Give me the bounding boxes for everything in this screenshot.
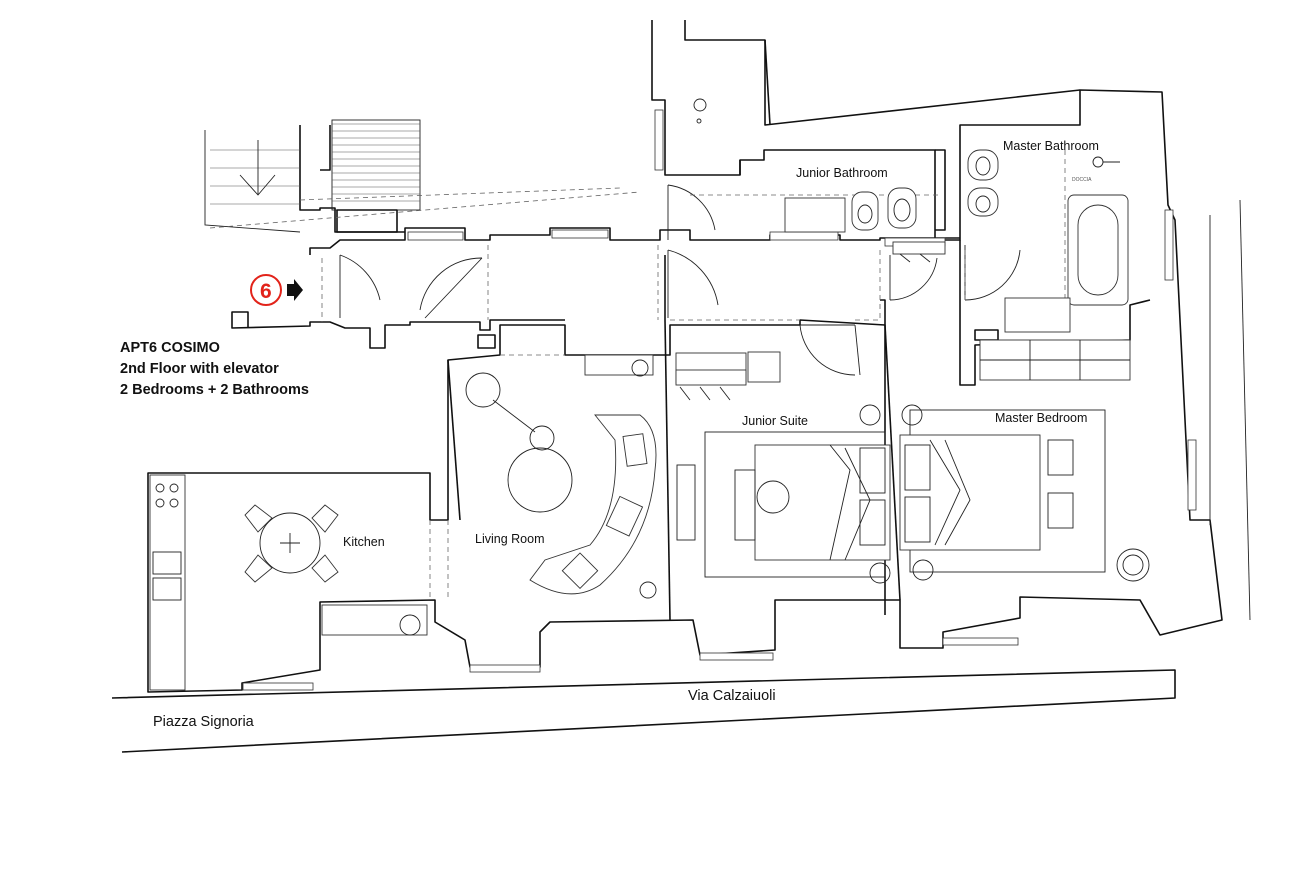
entrance-number: 6 — [260, 280, 272, 303]
living-room-furniture — [465, 354, 657, 599]
entrance-number-circle — [250, 274, 282, 306]
apartment-floor: 2nd Floor with elevator — [120, 361, 279, 377]
master-bathroom-fixtures — [967, 149, 1129, 333]
closets — [675, 241, 1131, 401]
master-bedroom-bed — [899, 404, 1150, 582]
apartment-title: APT6 COSIMO — [120, 340, 220, 356]
label-doccia: DOCCIA — [1072, 177, 1092, 183]
thresholds — [321, 194, 966, 600]
entrance-marker: 6 — [250, 274, 303, 306]
staircase — [209, 119, 641, 233]
label-living-room: Living Room — [475, 532, 544, 546]
windows — [242, 109, 1197, 691]
label-junior-suite: Junior Suite — [742, 414, 808, 428]
street-labels: Via Calzaiuoli Piazza Signoria — [153, 688, 776, 730]
label-junior-bathroom: Junior Bathroom — [796, 166, 888, 180]
label-via-calzaiuoli: Via Calzaiuoli — [688, 688, 776, 704]
junior-suite-bed — [676, 404, 891, 584]
label-master-bedroom: Master Bedroom — [995, 411, 1087, 425]
apartment-rooms-summary: 2 Bedrooms + 2 Bathrooms — [120, 382, 309, 398]
kitchen-furniture — [149, 474, 428, 691]
apartment-info: APT6 COSIMO 2nd Floor with elevator 2 Be… — [120, 338, 309, 401]
doors — [339, 184, 1021, 376]
arrow-right-icon — [287, 279, 303, 301]
room-labels: Junior Bathroom Master Bathroom DOCCIA J… — [343, 139, 1099, 549]
label-piazza-signoria: Piazza Signoria — [153, 714, 255, 730]
junior-bathroom-fixtures — [693, 98, 917, 233]
label-master-bathroom: Master Bathroom — [1003, 139, 1099, 153]
label-kitchen: Kitchen — [343, 535, 385, 549]
building-walls — [111, 20, 1251, 753]
